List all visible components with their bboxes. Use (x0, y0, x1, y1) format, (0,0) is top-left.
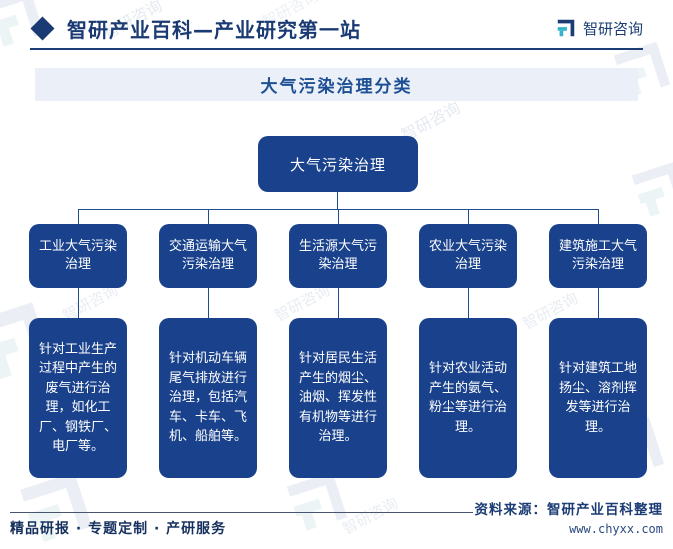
connector-line (598, 209, 599, 224)
connector-line (337, 192, 338, 209)
branch-node-industry: 工业大气污染治理 (29, 224, 127, 288)
watermark-text: 智研咨询 (339, 493, 401, 538)
description-node-transport: 针对机动车辆尾气排放进行治理，包括汽车、卡车、飞机、船舶等。 (159, 318, 257, 478)
website-url: www.chyxx.com (569, 522, 663, 536)
description-node-agriculture: 针对农业活动产生的氨气、粉尘等进行治理。 (419, 318, 517, 478)
logo-text: 智研咨询 (582, 19, 643, 38)
header-logo: 智研咨询 (555, 17, 643, 39)
connector-line (78, 288, 79, 318)
connector-line (338, 288, 339, 318)
connector-line (598, 288, 599, 318)
branch-node-living: 生活源大气污染治理 (289, 224, 387, 288)
header-brand: 智研产业百科—产业研究第一站 (30, 14, 361, 43)
zhiyan-logo-icon (557, 19, 575, 37)
header-divider (30, 48, 643, 50)
description-node-industry: 针对工业生产过程中产生的废气进行治理，如化工厂、钢铁厂、电厂等。 (29, 318, 127, 478)
connector-line (468, 288, 469, 318)
connector-line (468, 209, 469, 224)
description-node-living: 针对居民生活产生的烟尘、油烟、挥发性有机物等进行治理。 (289, 318, 387, 478)
branch-node-agriculture: 农业大气污染治理 (419, 224, 517, 288)
header: 智研产业百科—产业研究第一站 智研咨询 (30, 10, 643, 46)
branch-node-construction: 建筑施工大气污染治理 (549, 224, 647, 288)
footer-divider (10, 512, 473, 513)
description-node-construction: 针对建筑工地扬尘、溶剂挥发等进行治理。 (549, 318, 647, 478)
connector-line (208, 288, 209, 318)
connector-line (338, 209, 339, 224)
connector-line (208, 209, 209, 224)
chart-title-bar: 大气污染治理分类 (35, 68, 638, 101)
connector-line (78, 209, 79, 224)
org-chart: 大气污染治理 工业大气污染治理 交通运输大气污染治理 生活源大气污染治理 农业大… (29, 136, 647, 478)
diamond-icon (30, 15, 55, 41)
data-source: 资料来源：智研产业百科整理 (474, 502, 663, 518)
chart-title: 大气污染治理分类 (260, 77, 413, 97)
branch-node-transport: 交通运输大气污染治理 (159, 224, 257, 288)
footer-source-block: 资料来源：智研产业百科整理 www.chyxx.com (475, 498, 664, 536)
root-node: 大气污染治理 (258, 136, 418, 192)
site-title: 智研产业百科—产业研究第一站 (67, 17, 361, 42)
footer-services: 精品研报 · 专题定制 · 产研服务 (10, 521, 227, 537)
